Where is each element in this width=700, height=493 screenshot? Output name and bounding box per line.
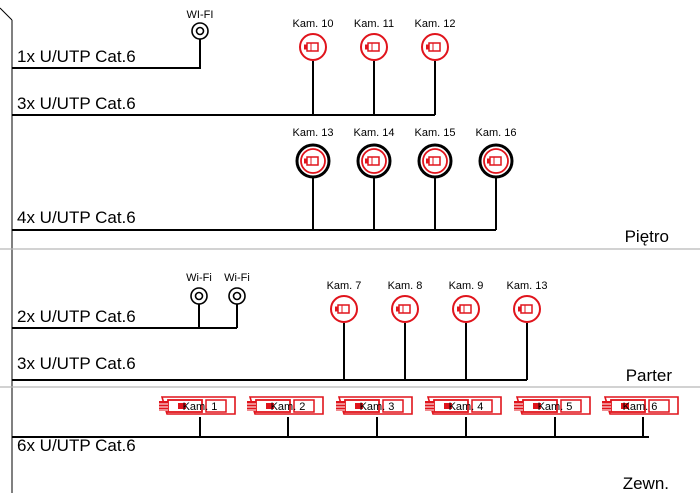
camera-label: Kam. 2	[271, 401, 306, 413]
wifi-access-point-icon	[228, 287, 246, 305]
camera-label: Kam. 5	[538, 401, 573, 413]
wifi-access-point-icon	[190, 287, 208, 305]
camera-label: Kam. 13	[507, 280, 548, 292]
camera-label: Kam. 15	[415, 127, 456, 139]
cable-label: 3x U/UTP Cat.6	[17, 94, 136, 113]
camera-label: Kam. 8	[388, 280, 423, 292]
cable-label: 2x U/UTP Cat.6	[17, 307, 136, 326]
round-camera-icon	[299, 33, 327, 61]
floor-label: Piętro	[625, 227, 669, 246]
round-camera-icon	[391, 295, 419, 323]
wifi-access-point-icon	[191, 22, 209, 40]
cable-label: 1x U/UTP Cat.6	[17, 47, 136, 66]
round-camera-icon	[360, 33, 388, 61]
camera-label: Kam. 11	[354, 18, 394, 30]
camera-label: Kam. 16	[476, 127, 517, 139]
camera-label: Kam. 14	[354, 127, 395, 139]
cable-label: 4x U/UTP Cat.6	[17, 208, 136, 227]
left-rail-diagonal	[0, 7, 13, 21]
floor-label: Zewn.	[623, 474, 669, 493]
camera-label: Kam. 6	[623, 401, 658, 413]
wifi-label: Wi-Fi	[224, 272, 250, 284]
dome-camera-icon	[295, 143, 331, 179]
camera-label: Kam. 9	[449, 280, 484, 292]
camera-label: Kam. 10	[293, 18, 334, 30]
camera-label: Kam. 13	[293, 127, 334, 139]
wifi-label: Wi-Fi	[186, 272, 212, 284]
dome-camera-icon	[417, 143, 453, 179]
cable-line	[12, 38, 201, 69]
camera-label: Kam. 3	[360, 401, 395, 413]
round-camera-icon	[513, 295, 541, 323]
camera-label: Kam. 12	[415, 18, 456, 30]
dome-camera-icon	[356, 143, 392, 179]
round-camera-icon	[330, 295, 358, 323]
dome-camera-icon	[478, 143, 514, 179]
camera-label: Kam. 1	[183, 401, 218, 413]
cable-label: 3x U/UTP Cat.6	[17, 354, 136, 373]
round-camera-icon	[421, 33, 449, 61]
round-camera-icon	[452, 295, 480, 323]
camera-label: Kam. 7	[327, 280, 362, 292]
wifi-label: WI-FI	[187, 9, 214, 21]
floor-label: Parter	[626, 366, 673, 385]
cable-label: 6x U/UTP Cat.6	[17, 436, 136, 455]
camera-label: Kam. 4	[449, 401, 484, 413]
